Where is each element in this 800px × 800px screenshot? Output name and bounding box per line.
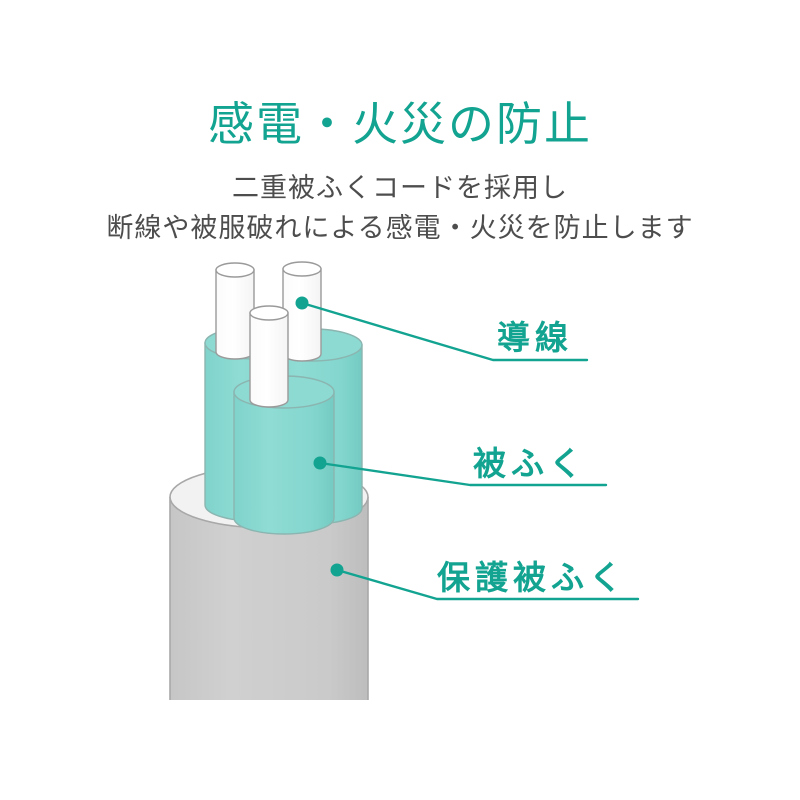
callout-dot-insulation (313, 456, 327, 470)
callout-leader-protective-sheath (330, 563, 640, 601)
callout-leader-insulation (313, 456, 608, 487)
subtitle-line-1: 二重被ふくコードを採用し (232, 173, 568, 203)
callout-label-conductor: 導線 (497, 319, 573, 356)
conductor-core-center (249, 305, 289, 408)
callout-leader-conductor (295, 296, 589, 362)
callout-dot-protective-sheath (330, 563, 344, 577)
page-title: 感電・火災の防止 (208, 98, 592, 150)
conductor-core-left (215, 262, 255, 360)
subtitle-line-2: 断線や被服破れによる感電・火災を防止します (106, 213, 694, 243)
conductor-core-right (282, 261, 322, 362)
callout-label-protective-sheath: 保護被ふく (437, 559, 627, 596)
callout-dot-conductor (295, 296, 309, 310)
callout-label-insulation: 被ふく (473, 445, 587, 482)
